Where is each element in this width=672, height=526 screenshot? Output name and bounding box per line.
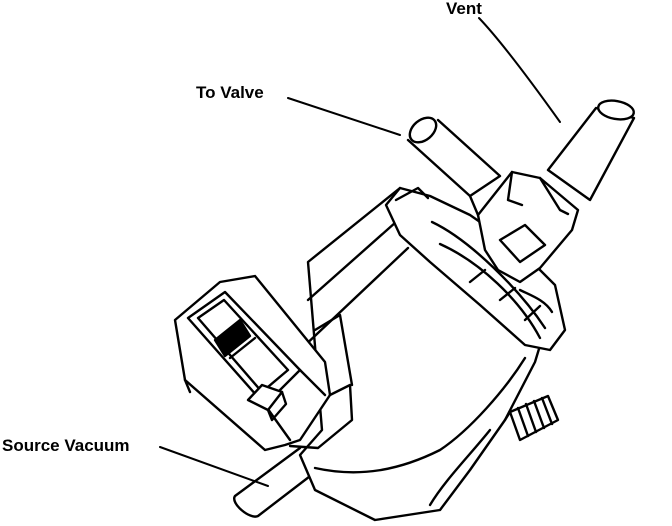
leader-line-vent xyxy=(478,17,561,123)
vent-label: Vent xyxy=(446,0,482,18)
source-vacuum-label: Source Vacuum xyxy=(2,436,130,455)
port-housing xyxy=(476,170,580,284)
source-vacuum-port xyxy=(233,446,320,518)
leader-line-source-vacuum xyxy=(159,446,269,487)
electrical-connector xyxy=(173,274,332,452)
leader-line-to-valve xyxy=(287,97,401,136)
to-valve-port xyxy=(406,116,502,217)
leader-lines xyxy=(159,17,561,487)
to-valve-label: To Valve xyxy=(196,83,264,102)
mounting-bracket xyxy=(288,313,354,450)
top-collar xyxy=(384,186,567,352)
threaded-stud xyxy=(503,394,560,442)
vent-port xyxy=(546,99,636,202)
connector-latch xyxy=(246,383,288,422)
